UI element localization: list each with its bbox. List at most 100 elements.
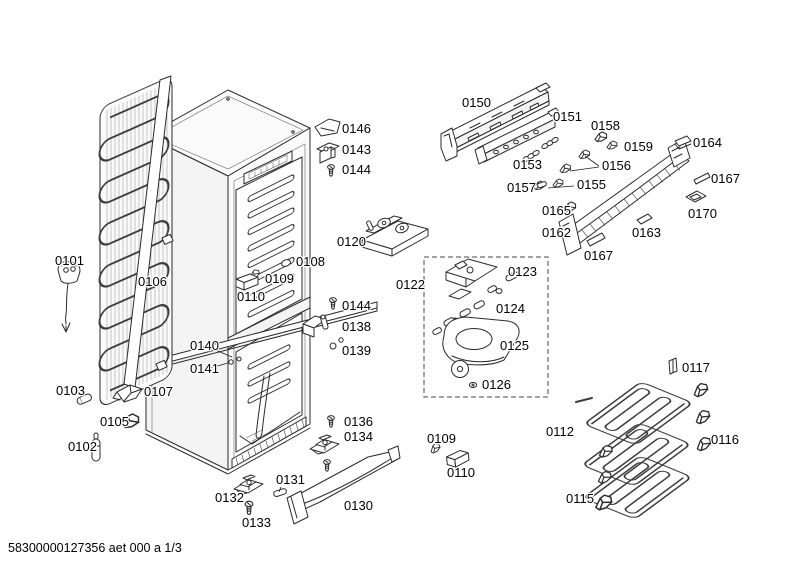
callout-0108: 0108 <box>296 254 325 269</box>
part-0164-end-cap <box>674 135 692 150</box>
part-0130-handle-bar <box>286 445 401 525</box>
part-0102-tube <box>91 432 101 462</box>
callout-0159: 0159 <box>624 139 653 154</box>
part-0167-trim-right <box>693 172 711 185</box>
callout-0105: 0105 <box>100 414 129 429</box>
base-grille <box>231 416 307 469</box>
callout-0163: 0163 <box>632 225 661 240</box>
callout-0132: 0132 <box>215 490 244 505</box>
callout-0123: 0123 <box>508 264 537 279</box>
part-0120-mounting-bracket <box>361 215 429 257</box>
callout-0162: 0162 <box>542 225 571 240</box>
document-code: 58300000127356 aet 000 a 1/3 <box>8 541 182 555</box>
part-0156-clip <box>559 163 571 174</box>
callout-0107: 0107 <box>144 384 173 399</box>
part-0123-grommets <box>487 271 519 294</box>
callout-0155: 0155 <box>577 177 606 192</box>
part-0170-corner-piece <box>685 190 707 203</box>
part-0159-clip <box>606 140 618 150</box>
callout-0138: 0138 <box>342 319 371 334</box>
callout-0109-loose: 0109 <box>427 431 456 446</box>
part-0163-spacer <box>636 213 653 225</box>
part-0150-rail <box>440 82 551 162</box>
callout-0124: 0124 <box>496 301 525 316</box>
part-0141-fixing <box>236 356 242 362</box>
callout-0144-mid: 0144 <box>342 298 371 313</box>
part-0162-door-handle <box>558 138 691 256</box>
part-0116-clip <box>691 381 710 398</box>
callout-0141: 0141 <box>190 361 219 376</box>
part-0136-screw <box>327 415 335 428</box>
callout-0102: 0102 <box>68 439 97 454</box>
callout-0167-right: 0167 <box>711 171 740 186</box>
part-0155-fastener <box>537 178 564 189</box>
upper-shelf-rails <box>247 174 295 318</box>
part-0112-evaporator-grids <box>575 380 694 521</box>
part-0126-cap <box>451 360 478 389</box>
part-0115-clip <box>593 493 614 512</box>
callout-0140: 0140 <box>190 338 219 353</box>
callout-0139: 0139 <box>342 343 371 358</box>
callout-0136: 0136 <box>344 414 373 429</box>
callout-0126: 0126 <box>482 377 511 392</box>
part-0106-condenser <box>98 75 174 406</box>
callout-0153: 0153 <box>513 157 542 172</box>
callout-0122: 0122 <box>396 277 425 292</box>
part-0122-compressor-kit-box <box>423 256 549 398</box>
callout-0164: 0164 <box>693 135 722 150</box>
callout-0133: 0133 <box>242 515 271 530</box>
grid-clip <box>596 470 613 485</box>
part-0134-hinge <box>309 434 340 455</box>
callout-0143: 0143 <box>342 142 371 157</box>
part-0108-grommet <box>281 259 291 267</box>
part-0133-screw <box>244 500 254 516</box>
callout-0110-upper: 0110 <box>237 289 265 304</box>
callout-0120: 0120 <box>337 234 366 249</box>
part-0101-thermostat-sensor <box>57 260 81 333</box>
part-0158-clip <box>594 131 608 142</box>
part-0151-rail <box>474 107 560 165</box>
callout-0106: 0106 <box>138 274 167 289</box>
callout-0116: 0116 <box>711 432 739 447</box>
callout-0146: 0146 <box>342 121 371 136</box>
callout-0115: 0115 <box>566 491 594 506</box>
callout-0117: 0117 <box>682 360 710 375</box>
leader-lines <box>205 155 600 493</box>
callout-0165: 0165 <box>542 203 571 218</box>
part-0125-drip-tray <box>442 316 520 366</box>
callout-0109-upper: 0109 <box>265 271 294 286</box>
callout-0134: 0134 <box>344 429 373 444</box>
callout-0170: 0170 <box>688 206 717 221</box>
part-0141-fixing <box>228 359 234 365</box>
control-panel <box>243 150 293 185</box>
callout-0150: 0150 <box>462 95 491 110</box>
part-0143-hinge-bracket <box>316 142 340 164</box>
callout-0156: 0156 <box>602 158 631 173</box>
part-0134-hinge-screw <box>323 459 331 472</box>
callout-labels: 0101 0106 0103 0107 0105 0102 0146 0143 … <box>54 94 741 532</box>
callout-0101: 0101 <box>55 253 84 268</box>
part-0144-screw-mid <box>329 297 337 310</box>
callout-0151: 0151 <box>553 109 582 124</box>
part-0122-bracket <box>445 258 498 300</box>
callout-0144-top: 0144 <box>342 162 371 177</box>
part-0116-clip <box>694 435 713 452</box>
callout-0110-loose: 0110 <box>447 465 475 480</box>
part-0116-clip <box>693 408 712 425</box>
callout-0125: 0125 <box>500 338 529 353</box>
part-0117-bracket <box>668 357 678 375</box>
part-0107-bracket <box>112 384 143 403</box>
part-0153-screw-set <box>522 136 559 163</box>
part-0156-clip <box>578 149 590 160</box>
part-0144-screw-top <box>327 164 335 177</box>
callout-0131: 0131 <box>276 472 305 487</box>
part-0139-washer <box>338 337 344 343</box>
callout-0158: 0158 <box>591 118 620 133</box>
part-0139-washer <box>329 342 337 350</box>
callout-0167-lower: 0167 <box>584 248 613 263</box>
callout-0103: 0103 <box>56 383 85 398</box>
callout-0157: 0157 <box>507 180 536 195</box>
part-0138-middle-hinge <box>302 314 329 338</box>
part-0103-bushing <box>76 393 92 405</box>
